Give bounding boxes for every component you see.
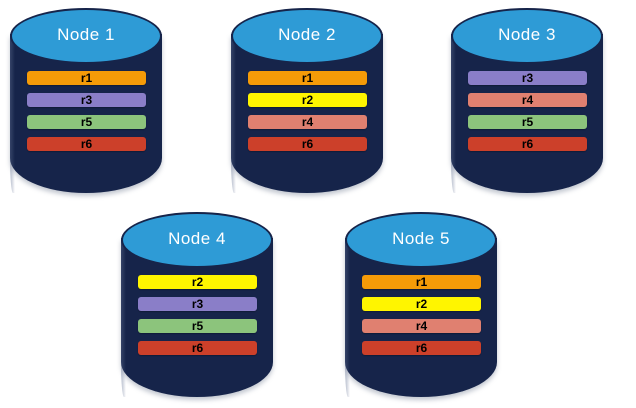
replica-bar-r2[interactable]: r2 [248, 93, 367, 107]
replica-bar-r2[interactable]: r2 [362, 297, 481, 311]
node-label: Node 3 [498, 25, 556, 44]
replica-bar-r1[interactable]: r1 [362, 275, 481, 289]
replica-bar-r6[interactable]: r6 [138, 341, 257, 355]
replica-bar-r5[interactable]: r5 [468, 115, 587, 129]
database-node-5[interactable]: Node 5 r1 r2 r4 r6 [345, 212, 497, 397]
replica-bar-r1[interactable]: r1 [248, 71, 367, 85]
replica-stack: r1 r3 r5 r6 [27, 71, 146, 151]
node-label: Node 4 [168, 229, 226, 248]
replica-bar-r4[interactable]: r4 [362, 319, 481, 333]
cylinder-top-ellipse [345, 212, 497, 268]
cylinder-top-ellipse [231, 8, 383, 64]
cylinder-shape [451, 8, 603, 193]
node-label: Node 5 [392, 229, 450, 248]
replica-bar-r6[interactable]: r6 [27, 137, 146, 151]
replica-stack: r1 r2 r4 r6 [248, 71, 367, 151]
cylinder-shape [121, 212, 273, 397]
replica-stack: r3 r4 r5 r6 [468, 71, 587, 151]
cylinder-top-ellipse [10, 8, 162, 64]
replica-bar-r3[interactable]: r3 [27, 93, 146, 107]
replica-bar-r1[interactable]: r1 [27, 71, 146, 85]
replica-stack: r1 r2 r4 r6 [362, 275, 481, 355]
replica-bar-r5[interactable]: r5 [27, 115, 146, 129]
replica-bar-r6[interactable]: r6 [362, 341, 481, 355]
replica-bar-r4[interactable]: r4 [248, 115, 367, 129]
cylinder-shape [10, 8, 162, 193]
cylinder-shape [231, 8, 383, 193]
cylinder-top-ellipse [121, 212, 273, 268]
database-node-2[interactable]: Node 2 r1 r2 r4 r6 [231, 8, 383, 193]
node-label: Node 2 [278, 25, 336, 44]
replica-bar-r2[interactable]: r2 [138, 275, 257, 289]
cylinder-shape [345, 212, 497, 397]
replica-stack: r2 r3 r5 r6 [138, 275, 257, 355]
database-node-3[interactable]: Node 3 r3 r4 r5 r6 [451, 8, 603, 193]
database-node-4[interactable]: Node 4 r2 r3 r5 r6 [121, 212, 273, 397]
node-label: Node 1 [57, 25, 115, 44]
replica-bar-r3[interactable]: r3 [138, 297, 257, 311]
replica-bar-r6[interactable]: r6 [468, 137, 587, 151]
replica-bar-r4[interactable]: r4 [468, 93, 587, 107]
cylinder-top-ellipse [451, 8, 603, 64]
replica-bar-r3[interactable]: r3 [468, 71, 587, 85]
database-node-1[interactable]: Node 1 r1 r3 r5 r6 [10, 8, 162, 193]
replica-bar-r5[interactable]: r5 [138, 319, 257, 333]
replica-bar-r6[interactable]: r6 [248, 137, 367, 151]
